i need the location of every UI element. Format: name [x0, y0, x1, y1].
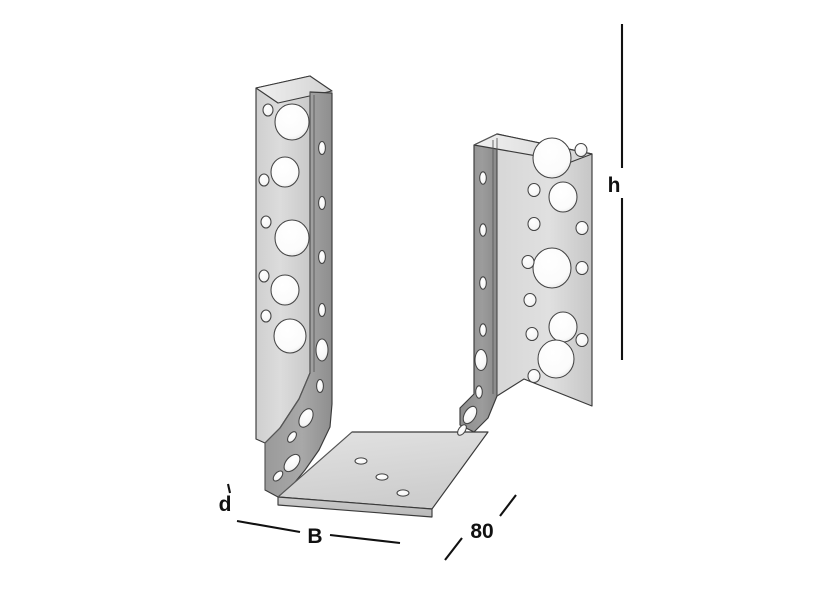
hole-small [258, 173, 270, 187]
hole-small [479, 223, 487, 237]
hole-slot [298, 408, 314, 428]
dimension-d: d [219, 483, 232, 516]
left-plate-small-holes [258, 103, 274, 323]
dimension-B: B [236, 519, 401, 548]
dimension-80-label: 80 [470, 520, 493, 543]
hole-small [475, 385, 483, 399]
hole-large [532, 137, 572, 179]
left-flange-assembly [255, 75, 333, 498]
dimension-80-line-lower [444, 537, 463, 561]
hole-large [548, 311, 578, 343]
hole-small [375, 473, 389, 481]
hole-small [258, 269, 270, 283]
hole-small [527, 368, 541, 384]
left-plate-top-edge [255, 75, 333, 104]
hole-large [273, 318, 307, 354]
right-web-holes [457, 171, 488, 436]
dimension-80: 80 [444, 494, 517, 561]
hole-small [318, 140, 326, 156]
hole-small [260, 215, 272, 229]
hole-small [396, 489, 410, 497]
hole-small [272, 470, 284, 482]
dimension-b-line-left [236, 519, 301, 534]
dimension-h: h [608, 24, 624, 360]
right-plate-large-holes [532, 137, 578, 379]
hole-small [318, 195, 326, 211]
dimension-b-label: B [307, 525, 322, 548]
hole-slot [315, 338, 329, 362]
seat-plate-assembly [277, 431, 489, 518]
hole-slot [462, 405, 478, 425]
hole-small [574, 142, 588, 158]
left-web-holes [272, 140, 329, 482]
hole-large [270, 274, 300, 306]
left-plate-crease [264, 92, 311, 490]
hole-small [525, 326, 539, 342]
seat-fixing-holes [354, 457, 410, 497]
hole-small [575, 332, 589, 348]
hole-slot [283, 453, 301, 473]
hole-large [274, 219, 310, 257]
hole-large [548, 181, 578, 213]
hole-small [523, 292, 537, 308]
hole-small [316, 378, 324, 394]
hole-small [479, 323, 487, 337]
hole-large [270, 156, 300, 188]
hole-small [575, 220, 589, 236]
dimension-h-label: h [608, 174, 621, 197]
hole-small [527, 182, 541, 198]
hole-small [575, 260, 589, 276]
hole-large [532, 247, 572, 289]
hole-small [262, 103, 274, 117]
hole-small [527, 216, 541, 232]
hole-small [260, 309, 272, 323]
right-web-top-edge [473, 133, 498, 146]
right-flange-assembly [457, 133, 593, 436]
hole-small [318, 249, 326, 265]
left-plate-large-holes [270, 103, 310, 354]
hole-small [457, 424, 467, 436]
hole-small [521, 254, 535, 270]
hole-slot [474, 348, 488, 372]
dimension-80-line-upper [499, 494, 517, 517]
seat-front-lip [277, 496, 433, 518]
hole-large [274, 103, 310, 141]
hole-small [318, 302, 326, 318]
right-plate-small-holes [521, 142, 589, 384]
hole-small [287, 431, 297, 443]
dimension-d-label: d [219, 493, 232, 516]
hole-small [479, 171, 487, 185]
hole-small [479, 276, 487, 290]
hole-small [354, 457, 368, 465]
hole-large [537, 339, 575, 379]
seat-left-return [277, 431, 353, 498]
dimension-b-line-right [329, 533, 401, 545]
dimension-d-leader [226, 483, 232, 494]
